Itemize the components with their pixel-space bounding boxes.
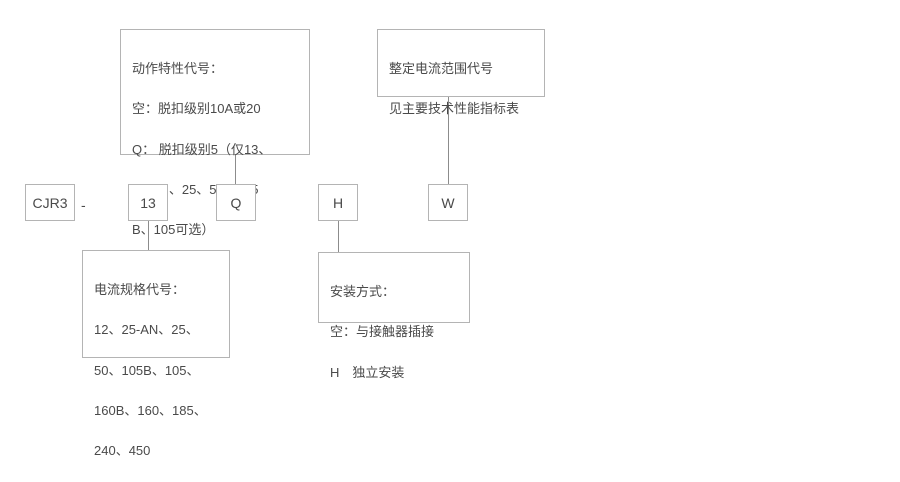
note-line: 空：脱扣级别10A或20 <box>132 101 261 117</box>
action-characteristic-note-box: 动作特性代号： 空：脱扣级别10A或20 Q： 脱扣级别5（仅13、 25-AN… <box>120 29 310 237</box>
current-rating-note-box: 电流规格代号： 12、25-AN、25、 50、105B、105、 160B、1… <box>82 250 230 458</box>
setting-current-range-note-box: 整定电流范围代号 见主要技术性能指标表 <box>377 29 545 116</box>
connector-13-to-current-rating-note <box>148 221 149 250</box>
code-chip-current-rating[interactable]: 13 <box>128 184 168 221</box>
connector-h-to-mounting-note <box>338 221 339 252</box>
code-chip-mounting[interactable]: H <box>318 184 358 221</box>
product-code-diagram: 动作特性代号： 空：脱扣级别10A或20 Q： 脱扣级别5（仅13、 25-AN… <box>25 29 545 458</box>
note-line: B、105可选） <box>132 222 215 238</box>
code-separator-dash: - <box>81 197 86 213</box>
note-line: 电流规格代号： <box>94 282 186 298</box>
code-chip-setting-current-range[interactable]: W <box>428 184 468 221</box>
note-line: 见主要技术性能指标表 <box>389 101 520 117</box>
note-line: 空：与接触器插接 <box>330 324 435 340</box>
note-line: 50、105B、105、 <box>94 362 200 378</box>
note-line: 安装方式： <box>330 284 396 300</box>
note-line: H 独立安装 <box>330 364 405 380</box>
connector-action-to-q <box>235 155 236 184</box>
note-line: 12、25-AN、25、 <box>94 322 199 338</box>
note-line: Q： 脱扣级别5（仅13、 <box>132 141 272 157</box>
code-chip-series[interactable]: CJR3 <box>25 184 75 221</box>
note-line: 动作特性代号： <box>132 61 224 77</box>
note-line: 整定电流范围代号 <box>389 61 494 77</box>
note-line: 160B、160、185、 <box>94 402 207 418</box>
connector-range-to-w <box>448 97 449 184</box>
mounting-note-box: 安装方式： 空：与接触器插接 H 独立安装 <box>318 252 470 380</box>
note-line: 240、450 <box>94 443 151 459</box>
code-chip-action-characteristic[interactable]: Q <box>216 184 256 221</box>
